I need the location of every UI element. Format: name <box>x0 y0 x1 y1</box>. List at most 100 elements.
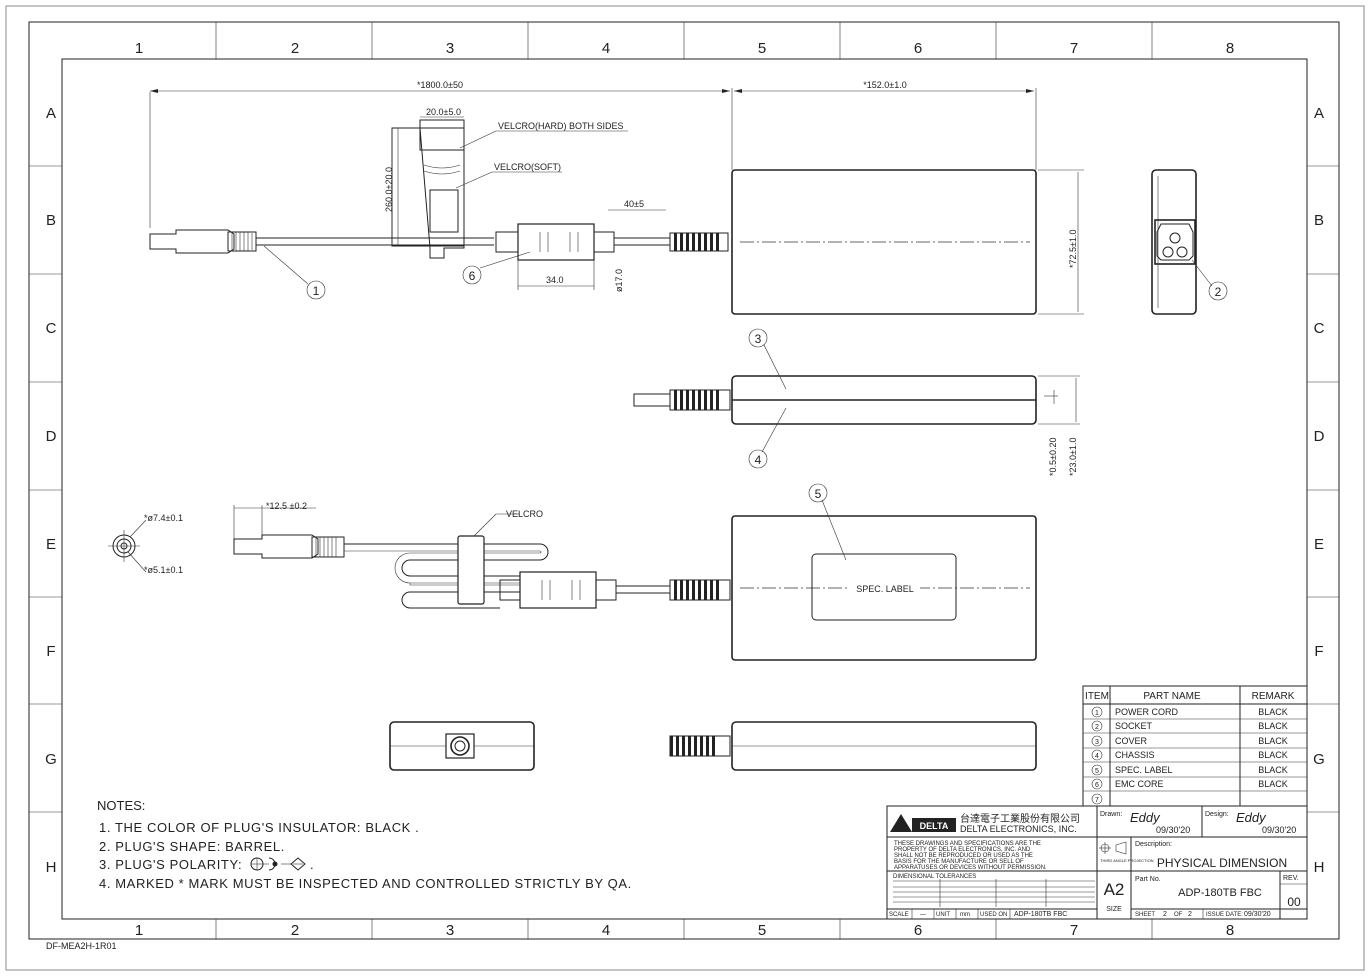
table-row-name: POWER CORD <box>1115 707 1179 717</box>
col-label: 7 <box>1070 922 1078 939</box>
issue-date: 09/30'20 <box>1244 911 1271 918</box>
ac-socket <box>1154 219 1196 265</box>
note-item: 4. MARKED * MARK MUST BE INSPECTED AND C… <box>99 876 632 891</box>
table-row-remark: BLACK <box>1258 765 1288 775</box>
row-label: H <box>1314 859 1325 876</box>
col-label: 6 <box>914 40 922 57</box>
callout-6: 6 <box>469 269 476 283</box>
col-label: 5 <box>758 922 766 939</box>
drawn-label: Drawn: <box>1100 811 1122 818</box>
notes-title: NOTES: <box>97 798 145 813</box>
dim-body-width: *72.5±1.0 <box>1068 230 1078 268</box>
row-label: E <box>1314 536 1324 553</box>
socket-end-view: 2 <box>1151 169 1228 315</box>
top-view-assembly: *1800.0±50 *152.0±1.0 20.0±5.0 260.0±20.… <box>149 80 1084 315</box>
col-label: 5 <box>758 40 766 57</box>
company-cn: 台達電子工業股份有限公司 <box>960 812 1080 825</box>
disclaimer-line: THESE DRAWINGS AND SPECIFICATIONS ARE TH… <box>894 841 1041 847</box>
table-row-name: COVER <box>1115 736 1148 746</box>
tolerances-label: DIMENSIONAL TOLERANCES <box>893 874 976 880</box>
used-on-value: ADP-180TB FBC <box>1014 911 1067 918</box>
size-value: A2 <box>1104 880 1125 899</box>
table-row-item: 7 <box>1095 797 1099 804</box>
table-row-remark: BLACK <box>1258 721 1288 731</box>
sheet-value: 2 <box>1163 911 1167 918</box>
issue-label: ISSUE DATE: <box>1206 912 1243 918</box>
dim-plug-id: *ø5.1±0.1 <box>144 565 183 575</box>
table-header: ITEM <box>1085 691 1109 702</box>
drawn-by: Eddy <box>1130 810 1161 825</box>
row-label: G <box>45 751 57 768</box>
part-no-label: Part No. <box>1135 876 1161 883</box>
description-value: PHYSICAL DIMENSION <box>1157 856 1287 870</box>
unit-value: mm <box>960 912 970 918</box>
row-label: B <box>1314 212 1324 229</box>
disclaimer-line: SHALL NOT BE REPRODUCED OR USED AS THE <box>894 853 1033 859</box>
dim-core-dia: ø17.0 <box>614 269 624 292</box>
callout-3: 3 <box>755 332 762 346</box>
dim-core-offset: 40±5 <box>624 199 644 209</box>
note-item: 3. PLUG'S POLARITY: <box>99 857 242 872</box>
row-label: F <box>46 643 55 660</box>
callout-5: 5 <box>815 487 822 501</box>
row-label: E <box>46 536 56 553</box>
col-label: 8 <box>1226 40 1234 57</box>
rev-value: 00 <box>1287 895 1301 909</box>
table-row-name: EMC CORE <box>1115 779 1164 789</box>
col-label: 3 <box>446 40 454 57</box>
row-label: D <box>1314 428 1325 445</box>
dc-plug <box>149 229 235 254</box>
side-view: *0.5±0.20 *23.0±1.0 3 4 <box>633 328 1080 476</box>
packed-view: *ø7.4±0.1 *ø5.1±0.1 *12.5 ±0.2 VELCRO <box>108 483 1037 661</box>
table-header: REMARK <box>1252 691 1295 702</box>
table-row-name: SOCKET <box>1115 721 1153 731</box>
used-on-label: USED ON <box>980 912 1007 918</box>
third-angle-projection-icon <box>1099 841 1127 855</box>
design-label: Design: <box>1205 811 1229 818</box>
col-label: 8 <box>1226 922 1234 939</box>
row-label: F <box>1314 643 1323 660</box>
table-row-remark: BLACK <box>1258 707 1288 717</box>
design-date: 09/30'20 <box>1262 825 1296 835</box>
row-label: H <box>46 859 57 876</box>
row-label: A <box>46 105 56 122</box>
sheet-label: SHEET <box>1135 912 1155 918</box>
dim-cord-length: *1800.0±50 <box>417 80 463 90</box>
table-row-item: 4 <box>1095 753 1099 760</box>
dim-core-length: 34.0 <box>546 275 564 285</box>
table-row-remark: BLACK <box>1258 750 1288 760</box>
col-label: 2 <box>291 40 299 57</box>
col-label: 1 <box>135 40 143 57</box>
of-label: OF <box>1174 912 1183 918</box>
disclaimer-line: APPARATUSES OR DEVICES WITHOUT PERMISSIO… <box>894 865 1047 871</box>
col-label: 6 <box>914 922 922 939</box>
table-row-name: CHASSIS <box>1115 750 1155 760</box>
notes: NOTES: 1. THE COLOR OF PLUG'S INSULATOR:… <box>97 798 632 891</box>
of-value: 2 <box>1188 911 1192 918</box>
callout-velcro: VELCRO <box>506 509 543 519</box>
inner-border <box>61 58 1308 920</box>
company-en: DELTA ELECTRONICS, INC. <box>960 824 1077 834</box>
dim-body-length: *152.0±1.0 <box>863 80 906 90</box>
row-label: C <box>46 320 57 337</box>
delta-logo-icon <box>890 814 912 832</box>
emc-core <box>517 223 595 261</box>
table-row-item: 3 <box>1095 739 1099 746</box>
title-block: DELTA 台達電子工業股份有限公司 DELTA ELECTRONICS, IN… <box>886 805 1308 920</box>
projection-label: THIRD ANGLE PROJECTION <box>1100 858 1154 863</box>
disclaimer-line: BASIS FOR THE MANUFACTURE OR SELL OF <box>894 859 1024 865</box>
bottom-views <box>389 721 1037 771</box>
callout-velcro-hard: VELCRO(HARD) BOTH SIDES <box>498 121 624 131</box>
description-label: Description: <box>1135 841 1172 848</box>
design-by: Eddy <box>1236 810 1267 825</box>
col-label: 2 <box>291 922 299 939</box>
dim-velcro-length: 260.0±20.0 <box>384 167 394 212</box>
unit-label: UNIT <box>936 912 950 918</box>
spec-label-area <box>811 553 957 621</box>
table-row-item: 1 <box>1095 710 1099 717</box>
dim-velcro-width: 20.0±5.0 <box>426 107 461 117</box>
row-label: B <box>46 212 56 229</box>
col-label: 4 <box>602 40 610 57</box>
note-item: 2. PLUG'S SHAPE: BARREL. <box>99 839 285 854</box>
